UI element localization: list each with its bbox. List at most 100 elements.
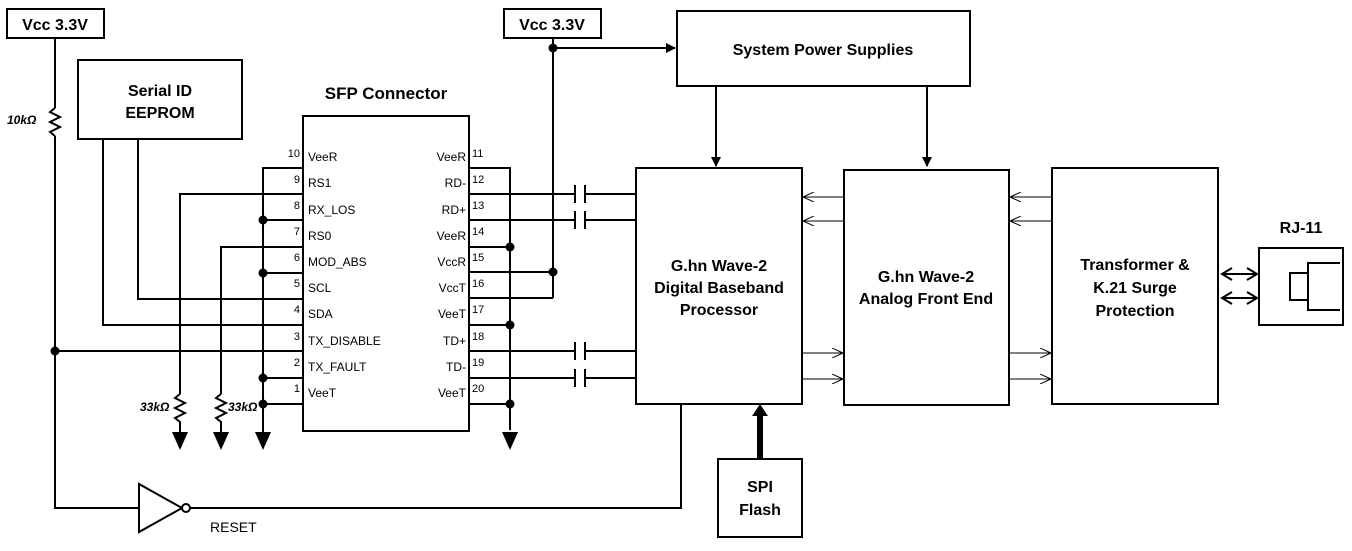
pin-num: 6 bbox=[294, 252, 300, 264]
pin-label: VccT bbox=[439, 281, 467, 295]
pin-num: 18 bbox=[472, 331, 484, 343]
resistor-10k bbox=[47, 107, 63, 137]
baseband-label-1: G.hn Wave-2 bbox=[671, 258, 767, 275]
capacitor-rd-minus bbox=[574, 185, 586, 203]
baseband-label-2: Digital Baseband bbox=[654, 280, 784, 297]
pin-label: RS0 bbox=[308, 229, 332, 243]
pin-label: VeeR bbox=[437, 229, 467, 243]
eeprom-label-2: EEPROM bbox=[125, 105, 194, 122]
sfp-left-pins: 10 VeeR 9 RS1 8 RX_LOS 7 RS0 6 MOD_ABS 5… bbox=[288, 148, 381, 400]
pin-label: TX_FAULT bbox=[308, 360, 367, 374]
spi-flash-label-1: SPI bbox=[747, 479, 773, 496]
pin-num: 20 bbox=[472, 383, 484, 395]
pin-num: 8 bbox=[294, 200, 300, 212]
reset-label: RESET bbox=[210, 519, 257, 535]
pin-num: 2 bbox=[294, 357, 300, 369]
capacitor-td-plus bbox=[574, 342, 586, 360]
pin-label: MOD_ABS bbox=[308, 255, 367, 269]
vcc-left-label: Vcc 3.3V bbox=[22, 17, 88, 34]
pin-num: 12 bbox=[472, 174, 484, 186]
vcc-mid-box bbox=[503, 8, 602, 39]
rj11-label: RJ-11 bbox=[1280, 220, 1323, 237]
resistor-10k-label: 10kΩ bbox=[7, 113, 37, 127]
pin-label: VeeT bbox=[438, 307, 467, 321]
wire-rs1 bbox=[179, 193, 303, 394]
reset-buffer-triangle bbox=[138, 482, 185, 534]
capacitor-rd-plus bbox=[574, 211, 586, 229]
ground-symbol bbox=[502, 432, 518, 450]
reset-line-right bbox=[190, 404, 682, 509]
pin-num: 5 bbox=[294, 278, 300, 290]
afe-box bbox=[843, 169, 1010, 406]
pin-label: TX_DISABLE bbox=[308, 334, 381, 348]
capacitor-td-minus bbox=[574, 369, 586, 387]
power-supplies-box bbox=[676, 10, 971, 87]
pin-num: 15 bbox=[472, 252, 484, 264]
power-supplies-label: System Power Supplies bbox=[733, 42, 914, 59]
vcc-mid-label: Vcc 3.3V bbox=[519, 17, 585, 34]
pin-label: VeeT bbox=[308, 386, 337, 400]
pin-num: 9 bbox=[294, 174, 300, 186]
pin-num: 16 bbox=[472, 278, 484, 290]
pin-label: RD+ bbox=[442, 203, 466, 217]
pin-label: VeeT bbox=[438, 386, 467, 400]
wire-ground-left-rail bbox=[262, 167, 303, 430]
arrow-bidir-2-heads bbox=[1220, 291, 1259, 305]
pin-label: RS1 bbox=[308, 176, 332, 190]
pin-num: 13 bbox=[472, 200, 484, 212]
eeprom-box bbox=[77, 59, 243, 140]
pin-label: SDA bbox=[308, 307, 333, 321]
junction bbox=[258, 268, 268, 278]
resistor-33k-rs0 bbox=[213, 393, 229, 432]
pin-num: 14 bbox=[472, 226, 484, 238]
baseband-label-3: Processor bbox=[680, 302, 758, 319]
transformer-label-2: K.21 Surge bbox=[1093, 280, 1177, 297]
pin-label: VeeR bbox=[308, 150, 338, 164]
baseband-box bbox=[635, 167, 803, 405]
rj11-socket-shape bbox=[1289, 262, 1340, 311]
pin-num: 3 bbox=[294, 331, 300, 343]
junction bbox=[258, 215, 268, 225]
pin-label: VeeR bbox=[437, 150, 467, 164]
sfp-title: SFP Connector bbox=[325, 84, 448, 103]
wire-sda bbox=[102, 139, 303, 326]
spi-flash-label-2: Flash bbox=[739, 502, 781, 519]
reset-buffer-bubble bbox=[181, 503, 191, 513]
arrow-bidir-1-heads bbox=[1220, 267, 1259, 281]
pin-num: 10 bbox=[288, 148, 300, 160]
resistor-33k-rs1 bbox=[172, 393, 188, 432]
pin-label: TD+ bbox=[443, 334, 466, 348]
spi-bus bbox=[757, 414, 763, 459]
transformer-box bbox=[1051, 167, 1219, 405]
pin-label: RD- bbox=[445, 176, 466, 190]
pin-label: TD- bbox=[446, 360, 466, 374]
ground-symbol bbox=[255, 432, 271, 450]
ground-symbol bbox=[172, 432, 188, 450]
reset-line-left bbox=[54, 136, 139, 509]
pin-label: RX_LOS bbox=[308, 203, 355, 217]
afe-label-2: Analog Front End bbox=[859, 291, 993, 308]
junction bbox=[258, 373, 268, 383]
wire-ground-right-rail bbox=[469, 167, 511, 430]
sfp-right-pins: VeeR 11 RD- 12 RD+ 13 VeeR 14 VccR 15 Vc… bbox=[437, 148, 485, 400]
resistor-33k-b-label: 33kΩ bbox=[228, 400, 258, 414]
pin-label: SCL bbox=[308, 281, 332, 295]
rj11-jack bbox=[1258, 247, 1344, 326]
transformer-label-3: Protection bbox=[1095, 303, 1174, 320]
spi-flash-box bbox=[717, 458, 803, 538]
pin-num: 17 bbox=[472, 304, 484, 316]
afe-label-1: G.hn Wave-2 bbox=[878, 269, 974, 286]
pin-num: 1 bbox=[294, 383, 300, 395]
transformer-label-1: Transformer & bbox=[1080, 257, 1190, 274]
pin-label: VccR bbox=[437, 255, 466, 269]
wire-rs0 bbox=[220, 246, 303, 394]
pin-num: 11 bbox=[472, 148, 483, 160]
eeprom-label-1: Serial ID bbox=[128, 83, 192, 100]
ground-symbol bbox=[213, 432, 229, 450]
pin-num: 7 bbox=[294, 226, 300, 238]
junction bbox=[258, 399, 268, 409]
pin-num: 19 bbox=[472, 357, 484, 369]
pin-num: 4 bbox=[294, 304, 300, 316]
